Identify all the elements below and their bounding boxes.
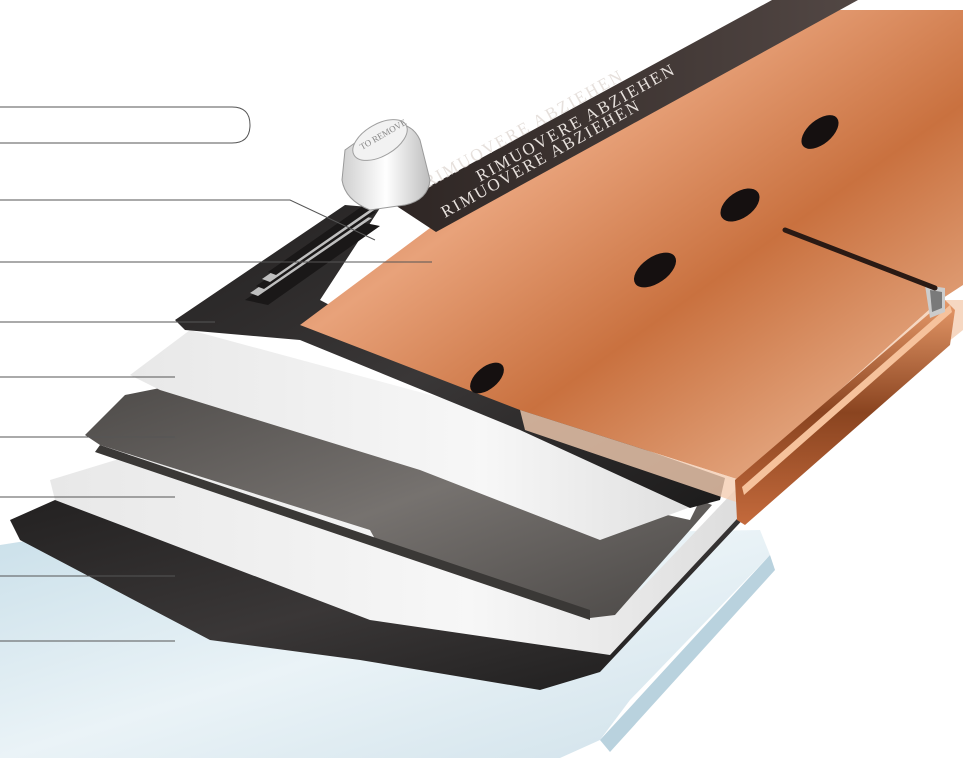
callout-box bbox=[0, 107, 250, 143]
release-tape-roll: TO REMOVE bbox=[342, 111, 430, 210]
